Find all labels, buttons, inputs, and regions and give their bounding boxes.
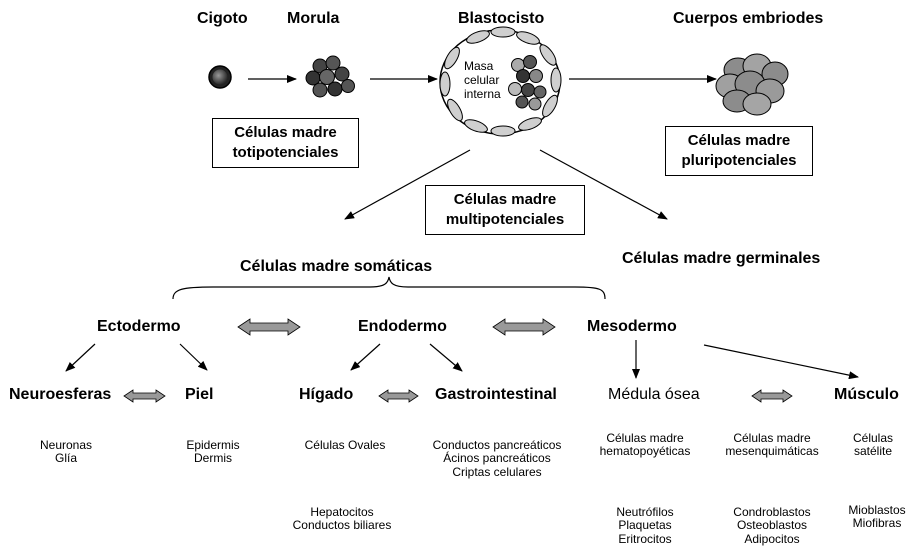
liver-label: Hígado	[299, 386, 354, 403]
totipotent-box: Células madre totipotenciales	[212, 118, 359, 168]
skin-label: Piel	[185, 386, 214, 403]
zygote-cell-icon	[208, 65, 232, 89]
pluripotent-box: Células madre pluripotenciales	[665, 126, 813, 176]
multipotent-box: Células madre multipotenciales	[425, 185, 585, 235]
ectoderm-label: Ectodermo	[97, 318, 181, 335]
inner-cell-mass-label: Masa celular interna	[464, 59, 501, 101]
blastocyst-icon	[439, 26, 562, 137]
gastrointestinal-label: Gastrointestinal	[435, 386, 557, 403]
somatic-stem-cells-label: Células madre somáticas	[240, 258, 433, 275]
morula-label: Morula	[287, 10, 340, 27]
liver-oval-cells: Células Ovales	[304, 438, 386, 452]
mesoderm-label: Mesodermo	[587, 318, 677, 335]
muscle-label: Músculo	[834, 386, 899, 403]
morula-cluster-icon	[305, 55, 355, 98]
neurospheres-label: Neuroesferas	[9, 386, 112, 403]
embryoid-bodies-label: Cuerpos embriodes	[673, 10, 824, 27]
endoderm-label: Endodermo	[358, 318, 447, 335]
germline-stem-cells-label: Células madre germinales	[622, 250, 821, 267]
bone-marrow-label: Médula ósea	[608, 386, 700, 403]
zygote-label: Cigoto	[197, 10, 248, 27]
embryoid-bodies-icon	[715, 53, 789, 116]
blastocyst-label: Blastocisto	[458, 10, 545, 27]
double-arrow-icon	[123, 318, 793, 403]
